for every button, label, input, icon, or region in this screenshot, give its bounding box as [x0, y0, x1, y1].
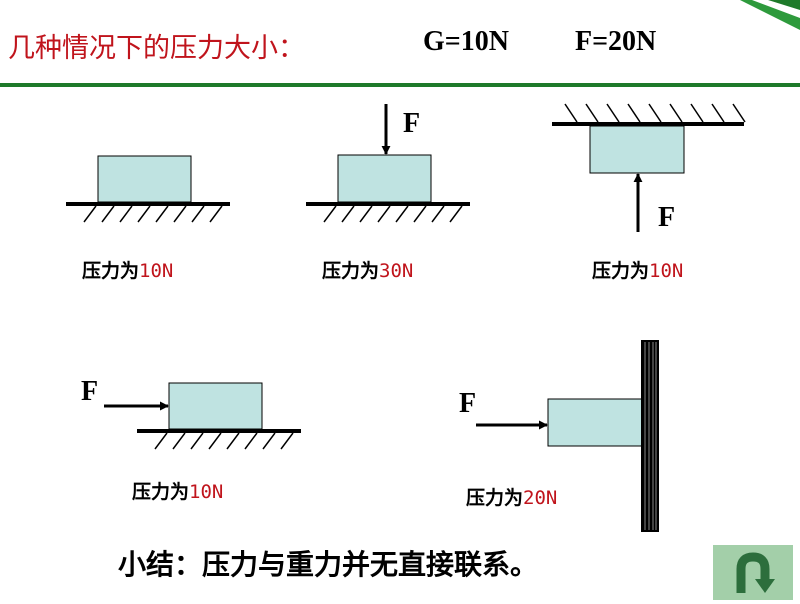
- case-5-diagram: [476, 340, 659, 532]
- case-2-pressure-value: 30N: [379, 260, 414, 282]
- case-2-result: 压力为30N: [322, 260, 414, 282]
- case-4-diagram: [104, 382, 301, 450]
- back-button[interactable]: [713, 545, 793, 600]
- given-force: F=20N: [575, 26, 657, 57]
- case-2-force-label: F: [403, 108, 421, 139]
- given-gravity: G=10N: [423, 26, 509, 57]
- case-1-block: [97, 155, 192, 203]
- case-4-force-label: F: [81, 376, 99, 407]
- case-2-hatching: [323, 205, 463, 223]
- case-3-diagram: [552, 103, 746, 232]
- summary-text: 小结：压力与重力并无直接联系。: [118, 548, 539, 581]
- case-3-block: [589, 125, 685, 174]
- case-5-wall: [641, 340, 659, 532]
- case-2-block: [337, 154, 432, 203]
- title-underline: [0, 83, 800, 87]
- page-title: 几种情况下的压力大小：: [8, 33, 305, 64]
- case-5-block: [547, 398, 643, 447]
- case-3-force-label: F: [658, 202, 676, 233]
- u-turn-back-icon: [736, 552, 775, 593]
- case-3-pressure-value: 10N: [649, 260, 684, 282]
- case-1-result: 压力为10N: [82, 260, 174, 282]
- corner-decoration: [740, 0, 800, 30]
- case-4-block: [168, 382, 263, 430]
- case-2-diagram: [306, 104, 470, 223]
- case-3-result: 压力为10N: [592, 260, 684, 282]
- case-1-diagram: [66, 155, 230, 223]
- case-3-hatching: [564, 103, 746, 123]
- case-4-result: 压力为10N: [132, 481, 224, 503]
- case-5-result: 压力为20N: [466, 487, 558, 509]
- case-5-pressure-value: 20N: [523, 487, 558, 509]
- case-1-hatching: [83, 205, 223, 223]
- case-5-force-label: F: [459, 388, 477, 419]
- case-4-hatching: [154, 432, 294, 450]
- case-1-pressure-value: 10N: [139, 260, 174, 282]
- case-4-pressure-value: 10N: [189, 481, 224, 503]
